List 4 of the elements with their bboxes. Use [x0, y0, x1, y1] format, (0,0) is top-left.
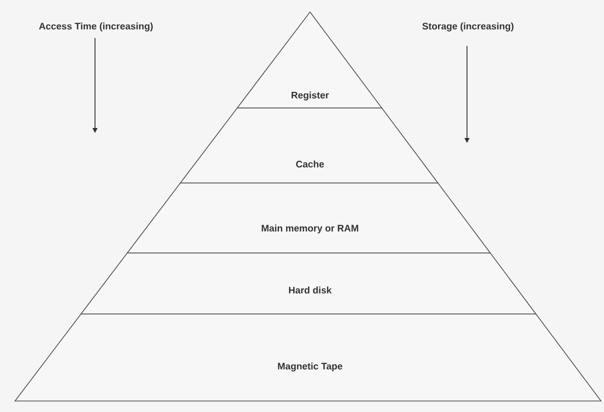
pyramid-level: Cache [180, 108, 439, 184]
axis-label: Access Time (increasing) [39, 22, 153, 32]
axis-label: Storage (increasing) [422, 22, 514, 32]
node-label: Magnetic Tape [278, 362, 342, 372]
